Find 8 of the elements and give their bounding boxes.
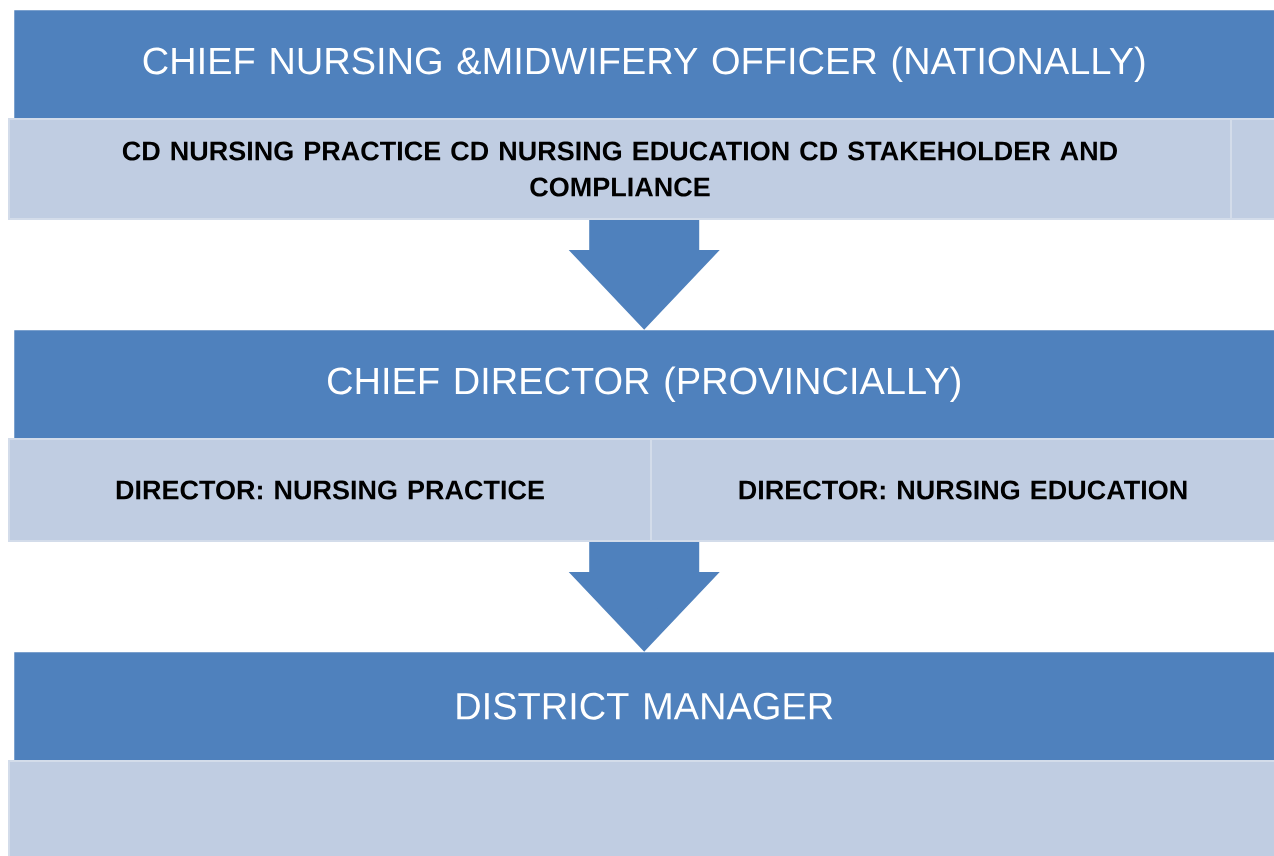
header-bar: DISTRICT MANAGER (14, 652, 1274, 761)
cell-box: DIRECTOR: NURSING EDUCATION (650, 438, 1274, 542)
header-bar: CHIEF DIRECTOR (PROVINCIALLY) (14, 330, 1274, 439)
cell-box: DIRECTOR: NURSING PRACTICE (8, 438, 652, 542)
header-bar: CHIEF NURSING &MIDWIFERY OFFICER (NATIONALLY) (14, 10, 1274, 119)
cell-box (1230, 118, 1274, 220)
node-label: DIRECTOR: NURSING EDUCATION (739, 480, 1187, 500)
cell-box (8, 760, 1274, 856)
